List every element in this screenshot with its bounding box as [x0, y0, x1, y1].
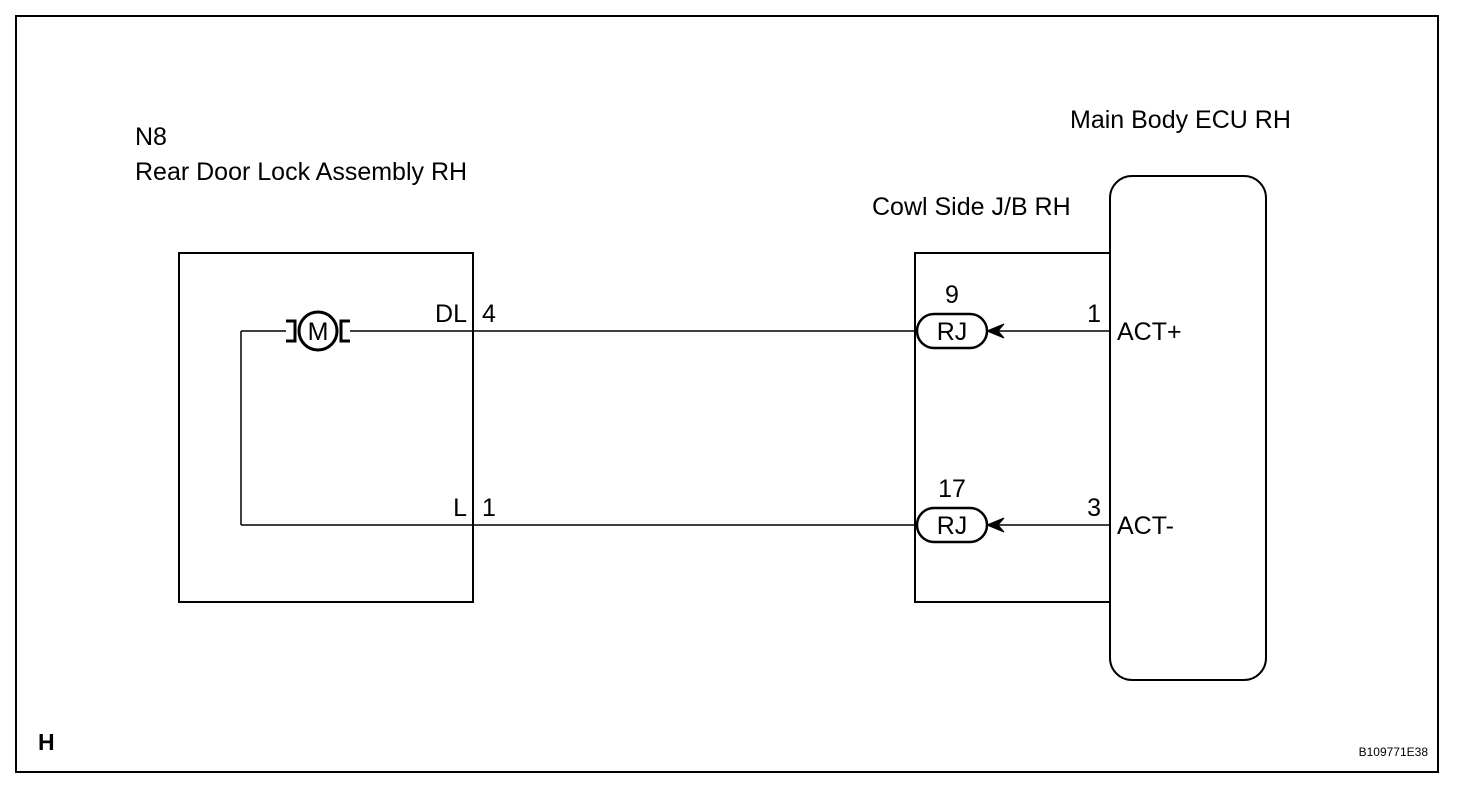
door-lock-assembly-label: Rear Door Lock Assembly RH — [135, 158, 467, 186]
jb-connector-code: RJ — [937, 512, 968, 540]
pin-l-name: L — [453, 494, 467, 522]
pin-dl-name: DL — [435, 300, 467, 328]
jb-connector-pin: 17 — [938, 475, 966, 503]
jb-connector-code: RJ — [937, 318, 968, 346]
main-body-ecu: Main Body ECU RH — [1070, 106, 1291, 681]
figure-code: B109771E38 — [1359, 745, 1429, 759]
jb-connector-17: 17 RJ — [915, 475, 1110, 544]
motor-icon: M — [286, 310, 350, 352]
jb-connector-9: 9 RJ — [915, 281, 1110, 350]
pin-l-number: 1 — [482, 494, 496, 522]
ecu-pin-3-number: 3 — [1087, 494, 1101, 522]
door-lock-box — [178, 252, 474, 603]
ecu-label: Main Body ECU RH — [1070, 106, 1291, 134]
jb-box — [914, 252, 1110, 603]
ecu-pin-1-number: 1 — [1087, 300, 1101, 328]
door-lock-assembly: N8 Rear Door Lock Assembly RH M DL 4 L 1 — [135, 123, 496, 603]
ecu-box — [1109, 175, 1267, 681]
jb-connector-pin: 9 — [945, 281, 959, 309]
door-lock-connector-code: N8 — [135, 123, 167, 151]
pin-dl-number: 4 — [482, 300, 496, 328]
ecu-pin-act-minus: ACT- — [1117, 512, 1174, 540]
cowl-side-jb: Cowl Side J/B RH 9 RJ 17 RJ 1 3 — [872, 193, 1110, 603]
diagram-frame — [15, 15, 1439, 773]
motor-symbol: M — [308, 318, 329, 346]
page-label: H — [38, 729, 55, 755]
ecu-pin-act-plus: ACT+ — [1117, 318, 1182, 346]
jb-label: Cowl Side J/B RH — [872, 193, 1071, 221]
